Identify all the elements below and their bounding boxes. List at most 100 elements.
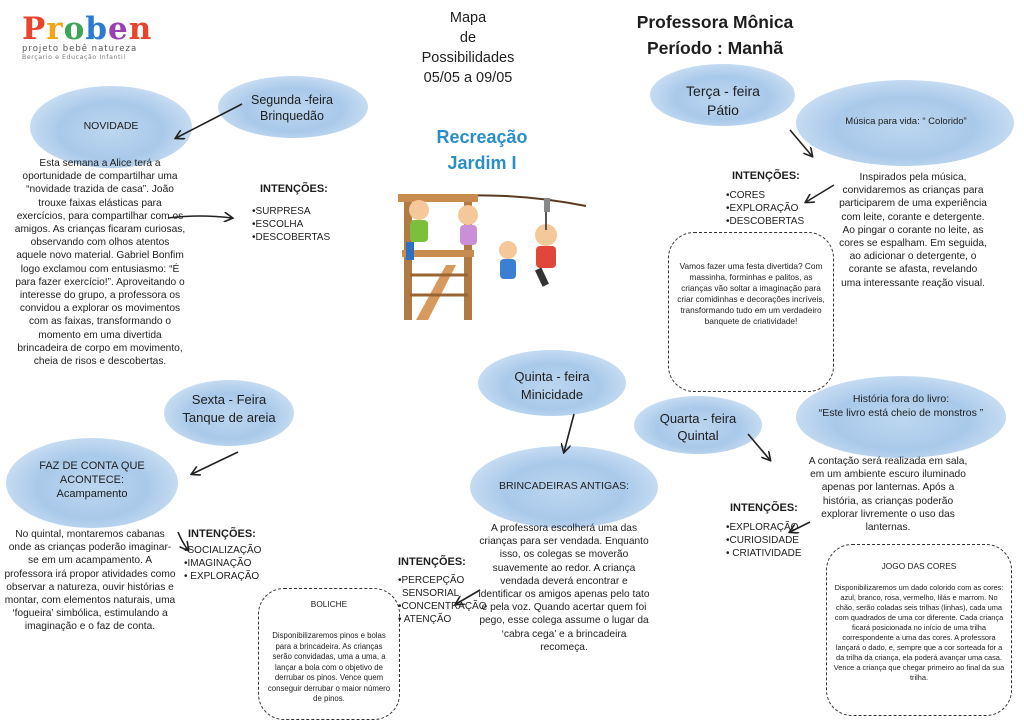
playground-illustration xyxy=(398,194,587,320)
intencoes-title: INTENÇÕES: xyxy=(188,528,256,540)
terca-day: Terça - feira xyxy=(686,83,760,99)
sexta-activity-box: BOLICHE Disponibilizaremos pinos e bolas… xyxy=(258,588,400,720)
quinta-intencoes: INTENÇÕES: •PERCEPÇÃO SENSORIAL •CONCENT… xyxy=(398,556,490,626)
quinta-day-label: Quinta - feira Minicidade xyxy=(484,368,620,404)
quarta-place: Quintal xyxy=(677,428,719,443)
intencao-item: •IMAGINAÇÃO xyxy=(184,558,252,569)
quarta-topic-line: História fora do livro: xyxy=(852,393,950,405)
cloud-terca-day xyxy=(650,64,795,126)
logo-tagline: Berçario e Educação Infantil xyxy=(22,54,126,61)
intencao-item: • CRIATIVIDADE xyxy=(726,548,802,559)
logo-letter: n xyxy=(128,11,153,47)
logo-name: Proben xyxy=(22,12,162,46)
cloud-segunda-day xyxy=(218,76,368,138)
class-name: Jardim I xyxy=(447,153,517,173)
mapa-line: Possibilidades xyxy=(421,50,515,66)
arrow xyxy=(790,521,811,532)
intencao-item: •CONCENTRAÇÃO xyxy=(398,601,487,612)
arrow xyxy=(789,129,812,156)
period: Período : Manhã xyxy=(646,38,784,58)
logo-letter: e xyxy=(108,11,129,47)
segunda-topic: NOVIDADE xyxy=(83,120,139,132)
teacher-name: Professora Mônica xyxy=(636,12,794,32)
intencao-item: •SURPRESA xyxy=(252,206,311,217)
quarta-day: Quarta - feira xyxy=(659,411,737,426)
terca-intencoes: INTENÇÕES: •CORES •EXPLORAÇÃO •DESCOBERT… xyxy=(726,170,826,228)
logo-letter: b xyxy=(85,11,109,47)
quinta-day: Quinta - feira xyxy=(514,369,590,384)
mapa-line: Mapa xyxy=(449,10,487,26)
intencoes-title: INTENÇÕES: xyxy=(398,556,466,568)
intencao-item: • EXPLORAÇÃO xyxy=(184,571,260,582)
intencao-item: •EXPLORAÇÃO xyxy=(726,203,799,214)
intencao-item: •PERCEPÇÃO xyxy=(398,575,465,586)
sexta-text: No quintal, montaremos cabanas onde as c… xyxy=(4,529,176,633)
quarta-activity-box: JOGO DAS CORES Disponibilizaremos um dad… xyxy=(826,544,1012,716)
logo: Proben projeto bebê natureza Berçario e … xyxy=(22,12,162,68)
quarta-box-text: Disponibilizaremos um dado colorido com … xyxy=(833,583,1005,682)
sexta-box-title: BOLICHE xyxy=(310,599,348,609)
intencao-item: •DESCOBERTAS xyxy=(252,232,331,243)
logo-letter: P xyxy=(22,11,47,47)
intencao-item: •CURIOSIDADE xyxy=(726,535,799,546)
cloud-brincadeiras xyxy=(470,446,658,528)
cloud-musica xyxy=(796,80,1014,166)
intencao-item: SENSORIAL xyxy=(402,588,460,599)
quarta-topic: História fora do livro: “Este livro está… xyxy=(810,392,992,420)
quinta-text: A professora escolherá uma das crianças … xyxy=(478,523,650,653)
terca-place: Pátio xyxy=(707,102,739,118)
segunda-day-label: Segunda -feira Brinquedão xyxy=(222,92,362,124)
class-title: Recreação xyxy=(436,127,528,147)
quarta-intencoes: INTENÇÕES: •EXPLORAÇÃO •CURIOSIDADE • CR… xyxy=(726,502,821,560)
sexta-day: Sexta - Feira xyxy=(191,392,267,407)
intencao-item: •SOCIALIZAÇÃO xyxy=(184,545,262,556)
quarta-box-title: JOGO DAS CORES xyxy=(881,561,957,571)
cloud-quinta-day xyxy=(478,350,626,416)
cloud-novidade xyxy=(30,86,192,168)
intencao-item: •ESCOLHA xyxy=(252,219,304,230)
terca-text: Inspirados pela música, convidaremos as … xyxy=(839,172,987,289)
sexta-box-text: Disponibilizaremos pinos e bolas para a … xyxy=(267,631,391,703)
sexta-place: Tanque de areia xyxy=(182,410,276,425)
logo-letter: o xyxy=(63,11,86,47)
cloud-faz-de-conta xyxy=(6,438,178,528)
arrow xyxy=(564,413,575,452)
arrow xyxy=(167,216,232,218)
cloud-historia xyxy=(796,376,1006,458)
intencoes-title: INTENÇÕES: xyxy=(732,170,800,182)
arrow xyxy=(176,103,243,138)
quarta-topic-line: “Este livro está cheio de monstros ” xyxy=(818,407,984,419)
intencoes-title: INTENÇÕES: xyxy=(730,502,798,514)
terca-activity-box: Vamos fazer uma festa divertida? Com mas… xyxy=(668,232,834,392)
terca-box-text: Vamos fazer uma festa divertida? Com mas… xyxy=(677,261,825,326)
quinta-place: Minicidade xyxy=(520,387,584,402)
segunda-intencoes: INTENÇÕES: •SURPRESA •ESCOLHA •DESCOBERT… xyxy=(252,183,352,244)
segunda-day: Segunda -feira xyxy=(250,93,333,107)
arrow xyxy=(747,433,770,460)
quarta-day-label: Quarta - feira Quintal xyxy=(638,410,758,444)
segunda-text: Esta semana a Alice terá a oportunidade … xyxy=(14,158,186,368)
mapa-dates: 05/05 a 09/05 xyxy=(423,70,513,86)
intencao-item: • ATENÇÃO xyxy=(398,614,452,625)
cloud-quarta-day xyxy=(634,396,762,454)
intencao-item: •CORES xyxy=(726,190,766,201)
arrow xyxy=(177,531,188,550)
quarta-text: A contação será realizada em sala, em um… xyxy=(808,456,968,534)
arrow xyxy=(806,184,835,202)
sexta-day-label: Sexta - Feira Tanque de areia xyxy=(166,391,292,427)
mapa-title: Mapa de Possibilidades 05/05 a 09/05 xyxy=(398,8,538,88)
intencoes-title: INTENÇÕES: xyxy=(260,183,328,195)
sexta-topic-line: ACONTECE: xyxy=(59,474,125,486)
sexta-topic-line: FAZ DE CONTA QUE xyxy=(39,460,145,472)
arrow xyxy=(192,451,239,474)
intencao-item: •EXPLORAÇÃO xyxy=(726,522,799,533)
arrow xyxy=(456,589,481,604)
segunda-place: Brinquedão xyxy=(260,109,324,123)
terca-topic: Música para vida: “ Colorido” xyxy=(845,116,967,127)
logo-subtitle: projeto bebê natureza xyxy=(22,44,138,54)
logo-letter: r xyxy=(46,11,64,47)
sexta-topic: FAZ DE CONTA QUE ACONTECE: Acampamento xyxy=(14,459,170,501)
intencao-item: •DESCOBERTAS xyxy=(726,216,805,227)
sexta-intencoes: INTENÇÕES: •SOCIALIZAÇÃO •IMAGINAÇÃO • E… xyxy=(184,528,279,583)
